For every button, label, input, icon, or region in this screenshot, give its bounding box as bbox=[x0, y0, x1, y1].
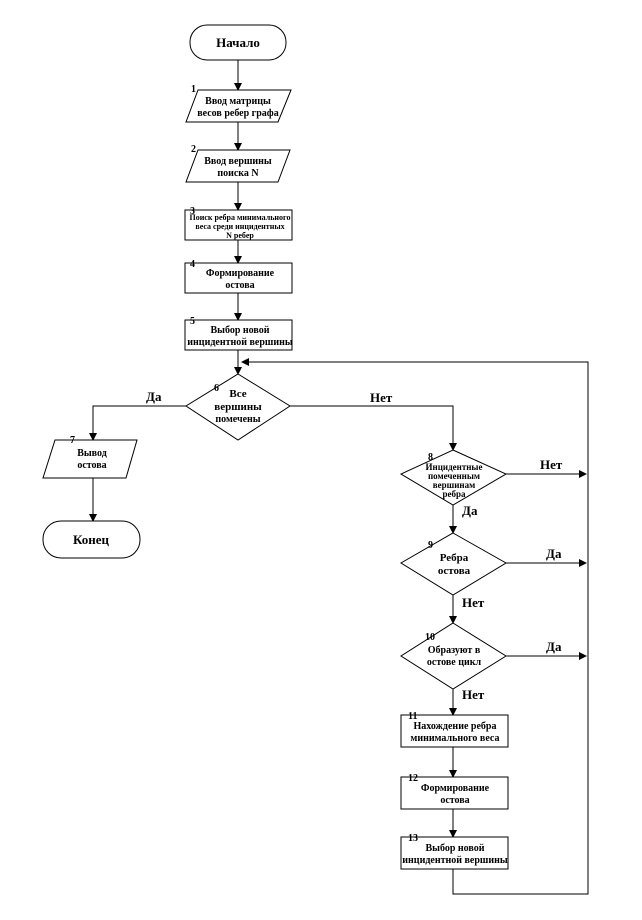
block-8-line-2: помеченным bbox=[428, 471, 480, 481]
block-13-process: 13 Выбор новой инцидентной вершины bbox=[400, 833, 509, 870]
label-9-no: Нет bbox=[462, 595, 485, 610]
end-terminal: Конец bbox=[42, 520, 141, 559]
block-5-line-1: Выбор новой bbox=[210, 325, 269, 336]
block-6-line-2: вершины bbox=[214, 401, 262, 413]
block-10-decision: 10 Образуют в остове цикл bbox=[400, 622, 507, 690]
block-13-line-1: Выбор новой bbox=[425, 843, 484, 854]
block-10-line-2: остове цикл bbox=[427, 657, 482, 668]
block-13-number: 13 bbox=[408, 833, 418, 844]
block-11-number: 11 bbox=[408, 711, 417, 722]
block-2-line-1: Ввод вершины bbox=[204, 156, 272, 167]
label-9-yes: Да bbox=[546, 546, 562, 561]
block-12-number: 12 bbox=[408, 773, 418, 784]
label-8-yes: Да bbox=[462, 503, 478, 518]
block-3-line-3: N ребер bbox=[226, 231, 254, 240]
block-9-line-1: Ребра bbox=[440, 552, 469, 564]
block-8-line-1: Инцидентные bbox=[426, 462, 483, 472]
block-2-line-2: поиска N bbox=[217, 168, 259, 179]
block-4-line-1: Формирование bbox=[206, 268, 275, 279]
block-6-decision: 6 Все вершины помечены bbox=[185, 373, 291, 441]
block-1-line-2: весов ребер графа bbox=[197, 108, 278, 119]
block-7-line-2: остова bbox=[77, 460, 106, 471]
arrow-6-no-8 bbox=[290, 405, 457, 451]
block-1-input-matrix: 1 Ввод матрицы весов ребер графа bbox=[185, 84, 292, 123]
block-11-line-1: Нахождение ребра bbox=[414, 721, 497, 732]
block-11-process: 11 Нахождение ребра минимального веса bbox=[400, 711, 509, 748]
block-9-number: 9 bbox=[428, 540, 433, 551]
block-11-line-2: минимального веса bbox=[411, 733, 500, 744]
label-10-no: Нет bbox=[462, 687, 485, 702]
block-4-number: 4 bbox=[190, 259, 195, 270]
block-8-line-3: вершинам bbox=[433, 480, 475, 490]
block-1-line-1: Ввод матрицы bbox=[205, 96, 271, 107]
block-12-line-1: Формирование bbox=[421, 783, 490, 794]
block-6-line-1: Все bbox=[229, 388, 246, 400]
block-3-number: 3 bbox=[190, 206, 195, 217]
block-4-line-2: остова bbox=[225, 280, 254, 291]
block-5-line-2: инцидентной вершины bbox=[187, 337, 293, 348]
block-5-number: 5 bbox=[190, 316, 195, 327]
block-7-number: 7 bbox=[70, 435, 75, 446]
start-label: Начало bbox=[216, 35, 260, 50]
block-8-line-4: ребра bbox=[442, 489, 466, 499]
block-2-input-vertex: 2 Ввод вершины поиска N bbox=[185, 144, 291, 183]
label-6-yes: Да bbox=[146, 389, 162, 404]
end-label: Конец bbox=[73, 532, 110, 547]
block-8-decision: 8 Инцидентные помеченным вершинам ребра bbox=[399, 449, 508, 506]
label-8-no: Нет bbox=[540, 457, 563, 472]
block-6-line-3: помечены bbox=[215, 414, 260, 425]
block-2-number: 2 bbox=[191, 144, 196, 155]
loop-back-line bbox=[241, 358, 589, 895]
block-6-number: 6 bbox=[214, 383, 219, 394]
block-13-line-2: инцидентной вершины bbox=[402, 855, 508, 866]
block-1-number: 1 bbox=[191, 84, 196, 95]
block-4-process: 4 Формирование остова bbox=[184, 259, 293, 294]
block-9-line-2: остова bbox=[438, 565, 471, 577]
block-5-process: 5 Выбор новой инцидентной вершины bbox=[184, 316, 293, 351]
block-3-line-2: веса среди инцидентных bbox=[195, 222, 284, 231]
arrow-6-yes-7 bbox=[89, 405, 186, 441]
connectors bbox=[89, 60, 589, 895]
block-3-process: 3 Поиск ребра минимального веса среди ин… bbox=[184, 206, 293, 241]
block-12-line-2: остова bbox=[440, 795, 469, 806]
block-9-decision: 9 Ребра остова bbox=[400, 532, 507, 596]
block-7-line-1: Вывод bbox=[77, 448, 107, 459]
label-6-no: Нет bbox=[370, 390, 393, 405]
block-10-line-1: Образуют в bbox=[428, 645, 481, 656]
block-7-output-tree: 7 Вывод остова bbox=[42, 435, 138, 479]
block-12-process: 12 Формирование остова bbox=[400, 773, 509, 810]
block-10-number: 10 bbox=[425, 632, 435, 643]
block-8-number: 8 bbox=[428, 452, 433, 463]
label-10-yes: Да bbox=[546, 639, 562, 654]
start-terminal: Начало bbox=[189, 24, 287, 61]
block-3-line-1: Поиск ребра минимального bbox=[190, 213, 291, 222]
